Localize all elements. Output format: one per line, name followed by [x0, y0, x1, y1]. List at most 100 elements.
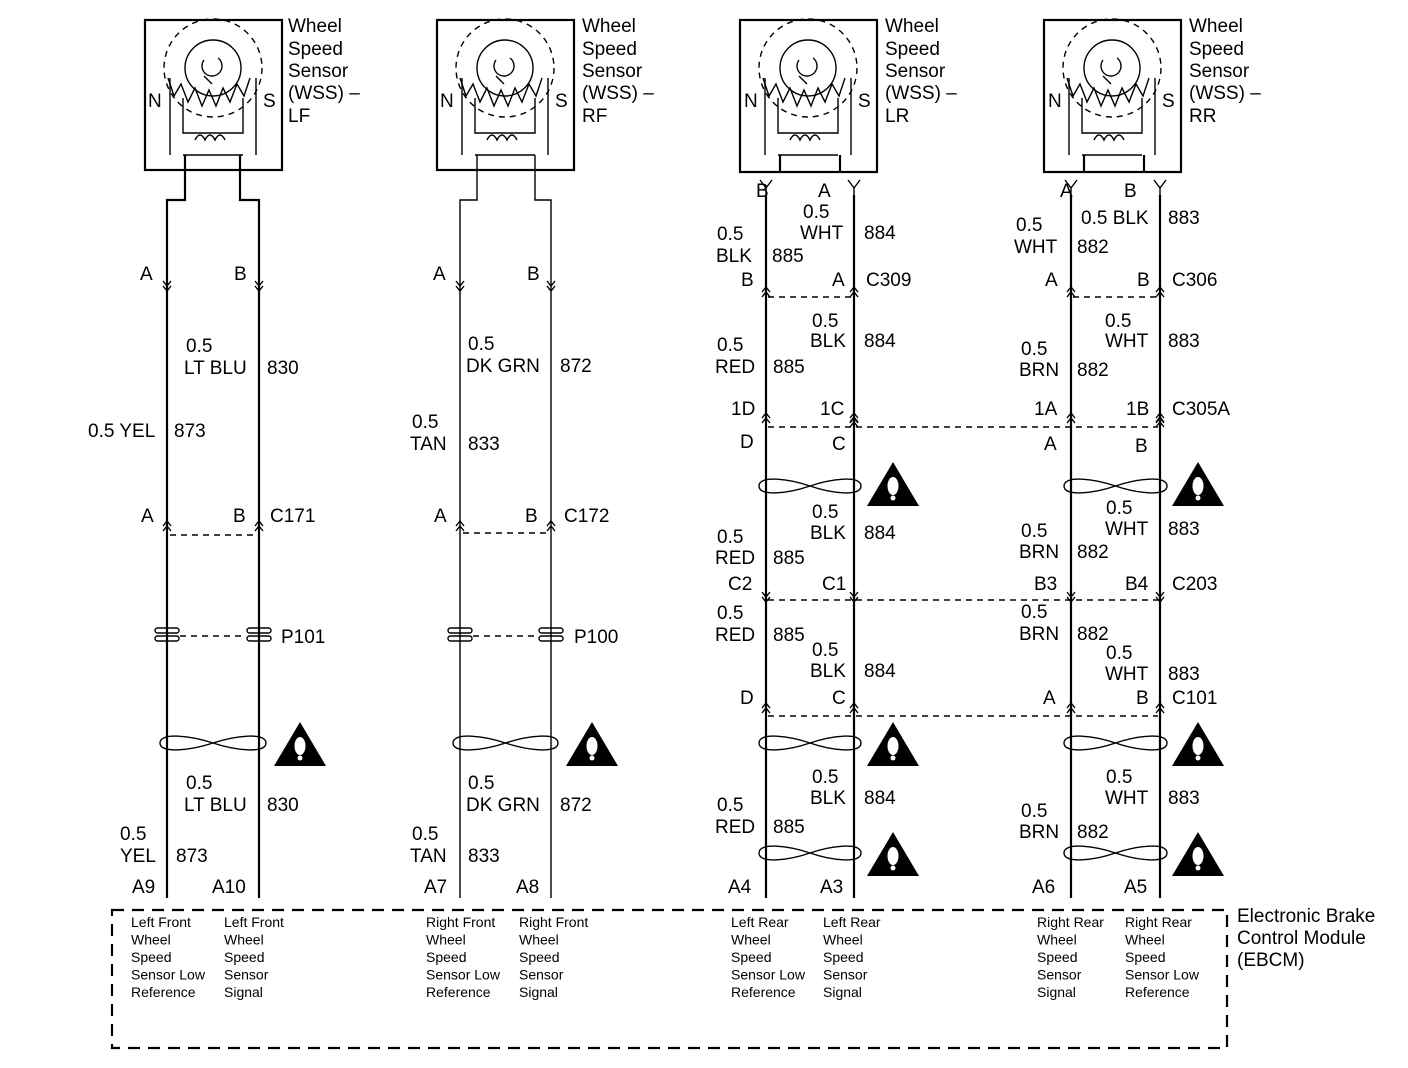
module-pin-label-line: Sensor Low — [731, 967, 806, 983]
rr-883-2-color: WHT — [1105, 331, 1149, 352]
module-pin-label-line: Right Front — [426, 914, 495, 930]
lr-884-3-color: BLK — [810, 523, 846, 544]
terminal-fork — [1153, 179, 1167, 198]
lr-885-4-circuit: 885 — [773, 625, 805, 646]
warning-dot — [1195, 495, 1201, 501]
sensor-lf: N S Wheel Speed Sensor (WSS) – LF — [143, 16, 360, 172]
twisted-pair-symbol — [159, 735, 267, 751]
twisted-pair-symbol — [1063, 735, 1168, 751]
c203-rr-right: B4 — [1125, 574, 1149, 595]
lf-873-label: 0.5 YEL — [88, 421, 155, 442]
c306-name: C306 — [1172, 270, 1217, 291]
c172-left: A — [434, 506, 447, 527]
lr-884-5-size: 0.5 — [812, 767, 838, 788]
module-name-3: (EBCM) — [1237, 950, 1305, 971]
sensor-rf-title-4: (WSS) – — [582, 83, 654, 104]
c171-name: C171 — [270, 506, 315, 527]
lf-873b-color: YEL — [120, 846, 156, 867]
rr-883-2-size: 0.5 — [1105, 311, 1131, 332]
lr-885-1-color: BLK — [716, 246, 752, 267]
warning-dot — [890, 865, 896, 871]
lr-884-1-color: WHT — [800, 223, 844, 244]
rf-872-size: 0.5 — [468, 334, 494, 355]
connector-chevron — [546, 519, 556, 532]
rf-top-conn-left: A — [433, 264, 446, 285]
lr-885-3-circuit: 885 — [773, 548, 805, 569]
rr-882-3-size: 0.5 — [1021, 521, 1047, 542]
lf-830-circuit: 830 — [267, 358, 299, 379]
connector-chevron — [1155, 701, 1165, 714]
c171-left: A — [141, 506, 154, 527]
module-pin-label-line: Left Front — [224, 914, 284, 930]
connector-chevron — [761, 285, 771, 298]
module-pin-a4: A4 — [728, 877, 752, 898]
lf-830b-color: LT BLU — [184, 795, 247, 816]
module-pin-label-line: Wheel — [1125, 932, 1165, 948]
module-pin-label-line: Reference — [731, 984, 796, 1000]
c309-right: A — [832, 270, 845, 291]
twisted-pair-symbol — [1063, 478, 1168, 494]
warning-icon — [1172, 462, 1224, 506]
lf-labels: A B 0.5 LT BLU 830 0.5 YEL 873 A B C171 … — [88, 264, 325, 867]
rr-883-5-color: WHT — [1105, 788, 1149, 809]
connector-chevron — [455, 280, 465, 293]
rr-882-2-circuit: 882 — [1077, 360, 1109, 381]
connector-chevron — [1066, 411, 1076, 424]
twisted-pair-symbol — [758, 478, 862, 494]
sensor-rf-title-3: Sensor — [582, 61, 643, 82]
lf-top-conn-left: A — [140, 264, 153, 285]
warning-dot — [1195, 755, 1201, 761]
sensor-lf-title-2: Speed — [288, 39, 343, 60]
warning-dot — [890, 755, 896, 761]
lr-884-1-size: 0.5 — [803, 202, 829, 223]
connector-chevron — [1155, 415, 1165, 428]
module-pin-a6: A6 — [1032, 877, 1055, 898]
lr-885-5-size: 0.5 — [717, 795, 743, 816]
warning-icon — [867, 722, 919, 766]
lr-885-3-color: RED — [715, 548, 755, 569]
sensor-lr-term-right: A — [818, 181, 831, 202]
module-pin-a7: A7 — [424, 877, 447, 898]
lr-885-4-color: RED — [715, 625, 755, 646]
lr-884-2-size: 0.5 — [812, 311, 838, 332]
module-pin-label-line: Sensor Low — [1125, 967, 1200, 983]
module-pin-label-line: Speed — [131, 949, 171, 965]
rr-883-4-color: WHT — [1105, 664, 1149, 685]
splice-p101 — [154, 627, 272, 642]
module-pin-label-line: Left Front — [131, 914, 191, 930]
sensor-rf-title-5: RF — [582, 106, 607, 127]
module-pin-label-line: Speed — [823, 949, 863, 965]
rr-883-4-size: 0.5 — [1106, 643, 1132, 664]
sensor-rr-title-1: Wheel — [1189, 16, 1243, 37]
c306-right: B — [1137, 270, 1150, 291]
lr-885-5-color: RED — [715, 817, 755, 838]
connector-chevron — [849, 285, 859, 298]
connector-chevron — [761, 701, 771, 714]
rf-labels: A B 0.5 DK GRN 872 0.5 TAN 833 A B C172 … — [410, 264, 618, 867]
rr-883-1-circuit: 883 — [1168, 208, 1200, 229]
warning-exclamation — [1192, 477, 1204, 495]
sensor-rr-pin-s: S — [1162, 91, 1175, 112]
sensor-rr-title-4: (WSS) – — [1189, 83, 1261, 104]
warning-dot — [890, 495, 896, 501]
c305a-bottom-rr-left: A — [1044, 434, 1057, 455]
sensor-rr-title-2: Speed — [1189, 39, 1244, 60]
lf-830b-size: 0.5 — [186, 773, 212, 794]
module-pin-label-line: Wheel — [131, 932, 171, 948]
lr-885-4-size: 0.5 — [717, 603, 743, 624]
ebcm-module: A9 A10 A7 A8 A4 A3 A6 A5 Left FrontWheel… — [110, 877, 1375, 1050]
rr-882-5-color: BRN — [1019, 822, 1059, 843]
lf-830b-circuit: 830 — [267, 795, 299, 816]
c305a-bottom-lr-right: C — [832, 434, 846, 455]
sensor-lr-pin-n: N — [744, 91, 758, 112]
warning-icon — [1172, 722, 1224, 766]
warning-exclamation — [887, 847, 899, 865]
sensor-lr-title-5: LR — [885, 106, 909, 127]
lr-885-3-size: 0.5 — [717, 527, 743, 548]
rf-872b-color: DK GRN — [466, 795, 540, 816]
module-pin-a10: A10 — [212, 877, 246, 898]
connector-chevrons — [162, 179, 1167, 714]
module-pin-label-line: Speed — [224, 949, 264, 965]
rr-882-3-circuit: 882 — [1077, 542, 1109, 563]
